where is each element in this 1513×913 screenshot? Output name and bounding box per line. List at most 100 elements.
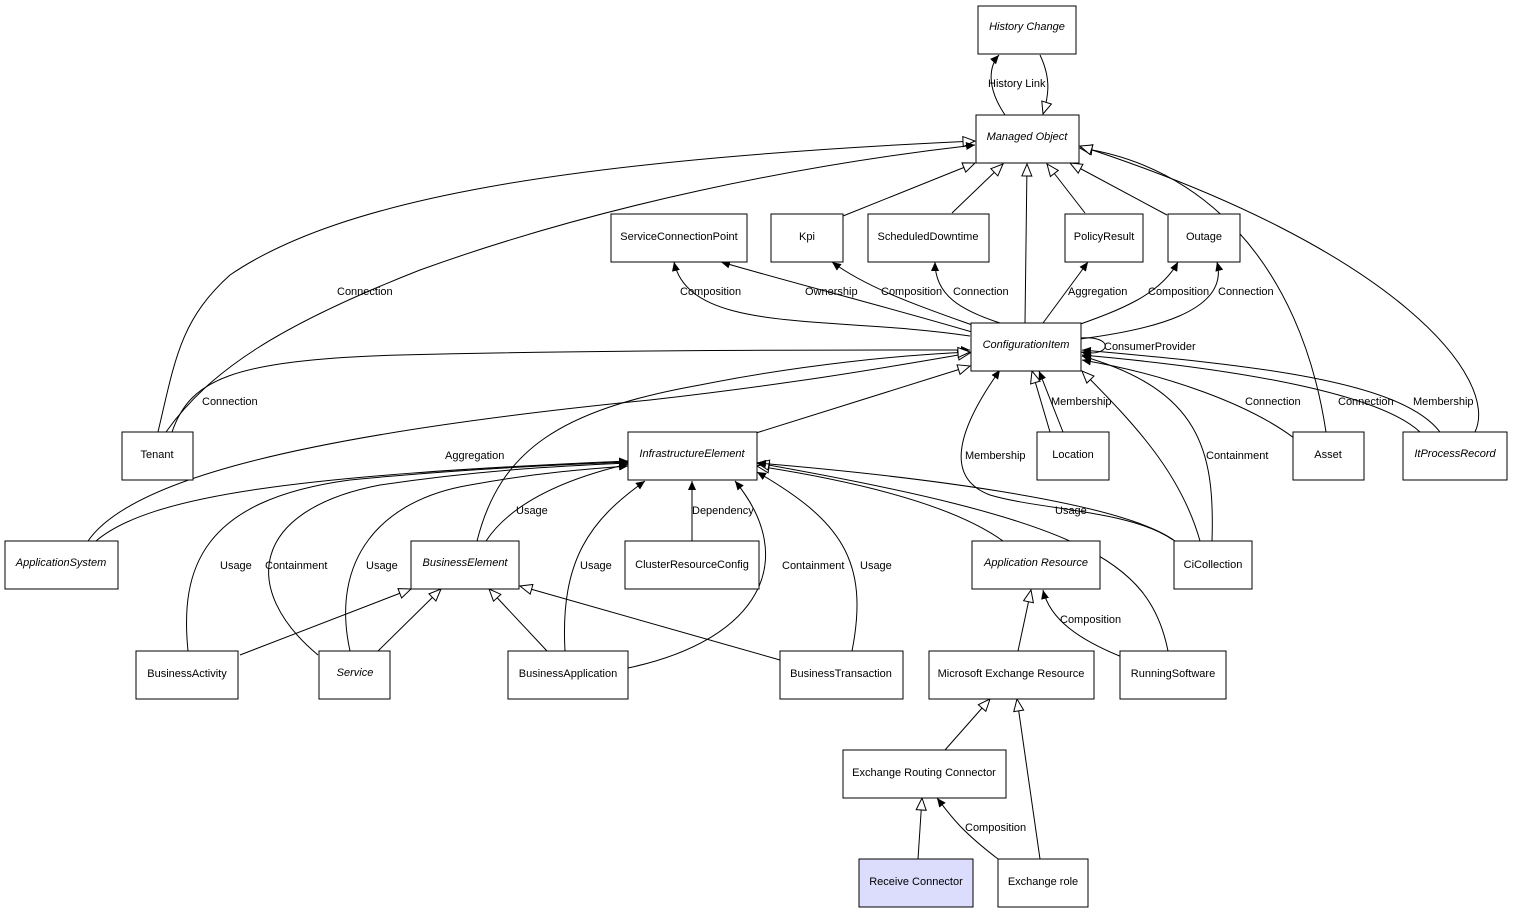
edge-tenant-mo-connection [165, 142, 976, 433]
node-microsoft-exchange-resource[interactable]: Microsoft Exchange Resource [928, 650, 1095, 700]
node-label: Receive Connector [869, 876, 963, 888]
edge-ie-inherits-ci [755, 366, 970, 434]
edge-ci-outage-connection [1079, 261, 1224, 340]
label-cicollection-usage: Usage [1055, 505, 1087, 517]
label-location-membership: Membership [1051, 396, 1112, 408]
edge-cicollection-membership [960, 369, 1174, 541]
node-label: ClusterResourceConfig [635, 559, 749, 571]
node-label: Microsoft Exchange Resource [938, 668, 1085, 680]
node-label: Outage [1186, 231, 1222, 243]
node-exchange-role[interactable]: Exchange role [997, 858, 1089, 908]
edge-be-inherits-ci [476, 352, 970, 542]
edge-running-composition [1041, 589, 1123, 658]
node-label: BusinessActivity [147, 668, 227, 680]
node-label: Kpi [799, 231, 815, 243]
node-asset[interactable]: Asset [1292, 431, 1365, 481]
node-it-process-record[interactable]: ItProcessRecord [1402, 431, 1508, 481]
node-label: Managed Object [987, 131, 1069, 143]
node-label: Asset [1314, 449, 1342, 461]
label-cicollection-membership: Membership [965, 450, 1026, 462]
label-asset-connection: Connection [1245, 396, 1301, 408]
label-service-usage: Usage [366, 560, 398, 572]
node-business-element[interactable]: BusinessElement [410, 540, 520, 590]
label-cicollection-containment: Containment [1206, 450, 1268, 462]
node-label: InfrastructureElement [639, 448, 745, 460]
node-label: Application Resource [983, 557, 1088, 569]
label-app-usage: Usage [580, 560, 612, 572]
node-managed-object[interactable]: Managed Object [975, 114, 1080, 164]
node-exchange-routing-connector[interactable]: Exchange Routing Connector [842, 749, 1007, 799]
node-cluster-resource-config[interactable]: ClusterResourceConfig [624, 540, 760, 590]
node-history-change[interactable]: History Change [977, 5, 1077, 55]
node-label: ConfigurationItem [983, 339, 1070, 351]
node-ci-collection[interactable]: CiCollection [1173, 540, 1253, 590]
node-service-connection-point[interactable]: ServiceConnectionPoint [610, 213, 748, 263]
edge-history-change-inherits [1039, 54, 1048, 114]
edge-service-inherits-be [377, 589, 441, 652]
node-application-system[interactable]: ApplicationSystem [4, 540, 119, 590]
edge-ci-inherits-mo [1025, 164, 1027, 324]
node-kpi[interactable]: Kpi [770, 213, 844, 263]
edge-itpr-connection [1081, 351, 1421, 433]
edge-tenant-ci-connection [171, 346, 971, 433]
node-label: RunningSoftware [1131, 668, 1215, 680]
label-service-containment: Containment [265, 560, 327, 572]
edge-erc-inherits-mer [944, 699, 990, 751]
label-activity-usage: Usage [220, 560, 252, 572]
edge-app-inherits-be [489, 589, 548, 652]
edge-outage-inherits [1070, 163, 1168, 216]
edges [87, 54, 1480, 860]
label-app-containment: Containment [782, 560, 844, 572]
node-application-resource[interactable]: Application Resource [971, 540, 1101, 590]
node-label: BusinessApplication [519, 668, 617, 680]
label-history-link: History Link [988, 78, 1046, 90]
node-infrastructure-element[interactable]: InfrastructureElement [627, 431, 758, 481]
node-label: ServiceConnectionPoint [620, 231, 737, 243]
node-location[interactable]: Location [1036, 431, 1110, 481]
label-cluster-dependency: Dependency [692, 505, 754, 517]
node-receive-connector[interactable]: Receive Connector [858, 858, 974, 908]
node-label: CiCollection [1184, 559, 1243, 571]
edge-ci-outage-composition [1074, 261, 1179, 327]
node-business-transaction[interactable]: BusinessTransaction [779, 650, 904, 700]
edge-receive-inherits-erc [918, 798, 922, 860]
node-label: Location [1052, 449, 1094, 461]
node-scheduled-downtime[interactable]: ScheduledDowntime [867, 213, 990, 263]
edge-transaction-inherits-be [520, 586, 781, 661]
node-policy-result[interactable]: PolicyResult [1064, 213, 1144, 263]
edge-cicollection-containment [1081, 354, 1213, 542]
node-business-activity[interactable]: BusinessActivity [135, 650, 239, 700]
edge-activity-inherits-be [239, 589, 411, 656]
edge-transaction-usage [756, 471, 858, 652]
edge-scheduled-downtime-inherits [951, 164, 1003, 214]
edge-policy-result-inherits [1047, 164, 1086, 214]
edge-tenant-inherits [157, 141, 975, 433]
node-outage[interactable]: Outage [1167, 213, 1241, 263]
label-ci-kpi-ownership: Ownership [805, 286, 858, 298]
edge-history-link [990, 54, 1006, 116]
edge-app-usage [563, 480, 646, 652]
edge-role-inherits-mer [1017, 699, 1041, 860]
edge-ci-scp-composition [672, 261, 971, 337]
label-tenant-ci-connection: Connection [202, 396, 258, 408]
edge-mer-inherits-appres [1017, 590, 1031, 652]
node-configuration-item[interactable]: ConfigurationItem [970, 322, 1082, 372]
edge-appres-inherits-ie [757, 466, 1004, 542]
node-label: ApplicationSystem [15, 557, 107, 569]
node-label: Exchange role [1008, 876, 1078, 888]
edge-be-usage [485, 462, 629, 542]
edge-ci-pr-aggregation [1042, 261, 1089, 324]
node-business-application[interactable]: BusinessApplication [507, 650, 629, 700]
edge-ci-kpi-composition [831, 261, 976, 327]
label-consumer-provider: ConsumerProvider [1104, 341, 1196, 353]
label-ci-scp-composition: Composition [680, 286, 741, 298]
node-running-software[interactable]: RunningSoftware [1119, 650, 1227, 700]
edge-location-membership [1038, 370, 1064, 433]
edge-ci-scp-ownership [720, 260, 973, 333]
node-tenant[interactable]: Tenant [121, 431, 194, 481]
edge-cicollection-inherits [1082, 371, 1201, 542]
edge-role-composition [936, 797, 999, 860]
node-label: PolicyResult [1074, 231, 1135, 243]
node-service[interactable]: Service [318, 650, 391, 700]
